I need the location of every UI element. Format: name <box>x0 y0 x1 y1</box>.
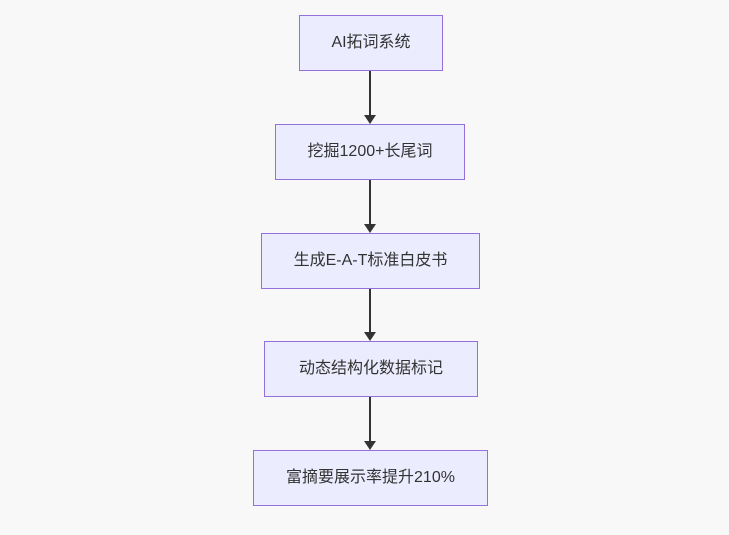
edge-arrow-3 <box>364 289 376 341</box>
flow-node-eat-whitepaper: 生成E-A-T标准白皮书 <box>261 233 480 289</box>
flow-node-structured-data-markup: 动态结构化数据标记 <box>264 341 478 397</box>
arrow-line <box>369 71 371 115</box>
arrowhead-down-icon <box>364 332 376 341</box>
edge-arrow-1 <box>364 71 376 124</box>
edge-arrow-4 <box>364 397 376 450</box>
arrowhead-down-icon <box>364 115 376 124</box>
flow-node-ai-word-system: AI拓词系统 <box>299 15 443 71</box>
arrow-line <box>369 180 371 224</box>
edge-arrow-2 <box>364 180 376 233</box>
arrow-line <box>369 289 371 332</box>
arrowhead-down-icon <box>364 441 376 450</box>
flow-node-rich-snippet-result: 富摘要展示率提升210% <box>253 450 488 506</box>
arrow-line <box>369 397 371 441</box>
flow-node-longtail-mining: 挖掘1200+长尾词 <box>275 124 465 180</box>
arrowhead-down-icon <box>364 224 376 233</box>
